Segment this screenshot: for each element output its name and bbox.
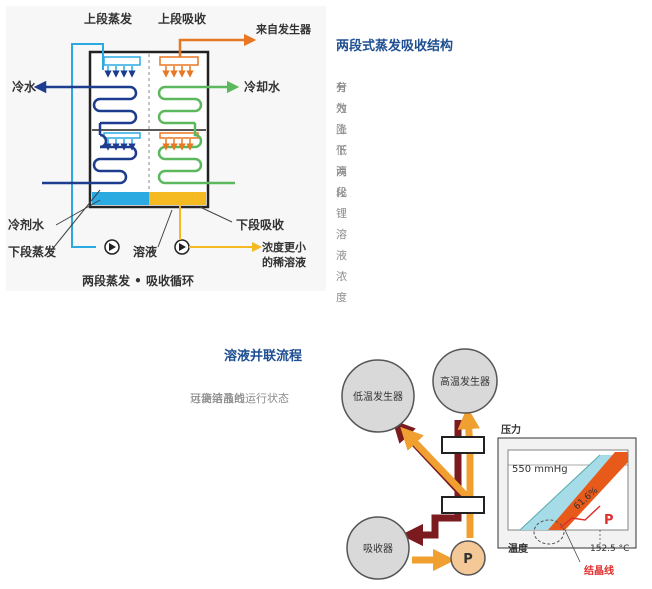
section2-desc-line: 可使溶液的运行状态 [190,392,289,405]
highlight-ellipse [533,519,565,545]
refrigerant-pool [92,192,149,205]
section1-desc-line: 分为上下两段 [336,81,347,199]
label-absorber: 吸收器 [363,542,393,555]
absorber [346,516,410,580]
refrigerant-loop [71,43,104,248]
lower-absorb-tray [159,132,199,139]
label-crystal-line: 结晶线 [584,564,614,577]
label-dilute-line2: 的稀溶液 [262,255,307,269]
from-generator-line [178,33,257,57]
label-550-mmhg: 550 mmHg [512,464,568,475]
high-temp-heat-exchanger [441,436,485,454]
state-curve [559,505,601,529]
leader-lower-absorb [199,206,233,223]
band-edge [519,454,601,531]
cooling-water-coil-link [193,123,203,149]
label-lower-evap: 下段蒸发 [8,244,57,259]
diagram1-caption: 两段蒸发 • 吸收循环 [82,273,194,288]
crystal-line-leader [564,529,581,563]
label-pump: P [463,552,473,567]
label-cold-water: 冷水 [12,79,37,94]
pump-icon [109,243,116,251]
label-temp-value: 152.5 °C [590,544,629,554]
label-low-gen: 低温发生器 [353,390,403,403]
label-refrigerant-water: 冷剂水 [8,217,45,232]
pump-icon [179,243,186,251]
solution-pump [450,540,486,576]
section2-heading: 溶液并联流程 [224,349,303,364]
section1-desc-line: 有效降低溴化锂溶液浓度 [336,81,347,304]
crystallization-band [548,452,628,530]
two-stage-diagram: 上段蒸发 上段吸收 来自发生器 冷水 冷却水 冷剂水 下段吸收 下段蒸发 溶液 … [6,6,326,291]
solution-pool [149,192,206,205]
leader-lower-evap [49,189,101,253]
label-chart-P: P [604,513,614,528]
leader-refrigerant [55,199,101,226]
cold-water-coil-link [98,123,108,149]
leader-solution [157,209,173,248]
upper-absorb-tray [159,56,199,66]
label-from-generator: 来自发生器 [255,22,312,36]
label-dilute-line1: 浓度更小 [262,240,306,254]
label-pressure: 压力 [501,423,521,436]
spray-arrows [104,66,194,151]
cooling-water-coil [157,87,235,185]
label-temperature: 温度 [508,542,529,555]
low-temp-generator [341,359,415,433]
label-solution: 溶液 [133,244,157,259]
crystallization-chart: 压力 550 mmHg P 61.6% 温度 152.5 °C 结晶线 [497,423,637,577]
upper-evap-tray [103,56,141,66]
lower-evap-tray [103,132,141,139]
section1-heading: 两段式蒸发吸收结构 [336,39,454,54]
label-lower-absorb: 下段吸收 [236,217,284,232]
section2-desc-line: 远离结晶线 [190,392,245,405]
cold-water-coil [40,87,138,185]
parallel-flow-diagram: 低温发生器 高温发生器 吸收器 P [341,348,498,580]
high-temp-generator [432,348,498,414]
label-high-gen: 高温发生器 [440,375,490,388]
label-upper-absorb: 上段吸收 [158,11,206,26]
low-temp-heat-exchanger [441,496,485,514]
pipe-orange-branch [400,426,473,503]
label-cooling-water: 冷却水 [244,79,281,94]
label-upper-evap: 上段蒸发 [84,11,133,26]
